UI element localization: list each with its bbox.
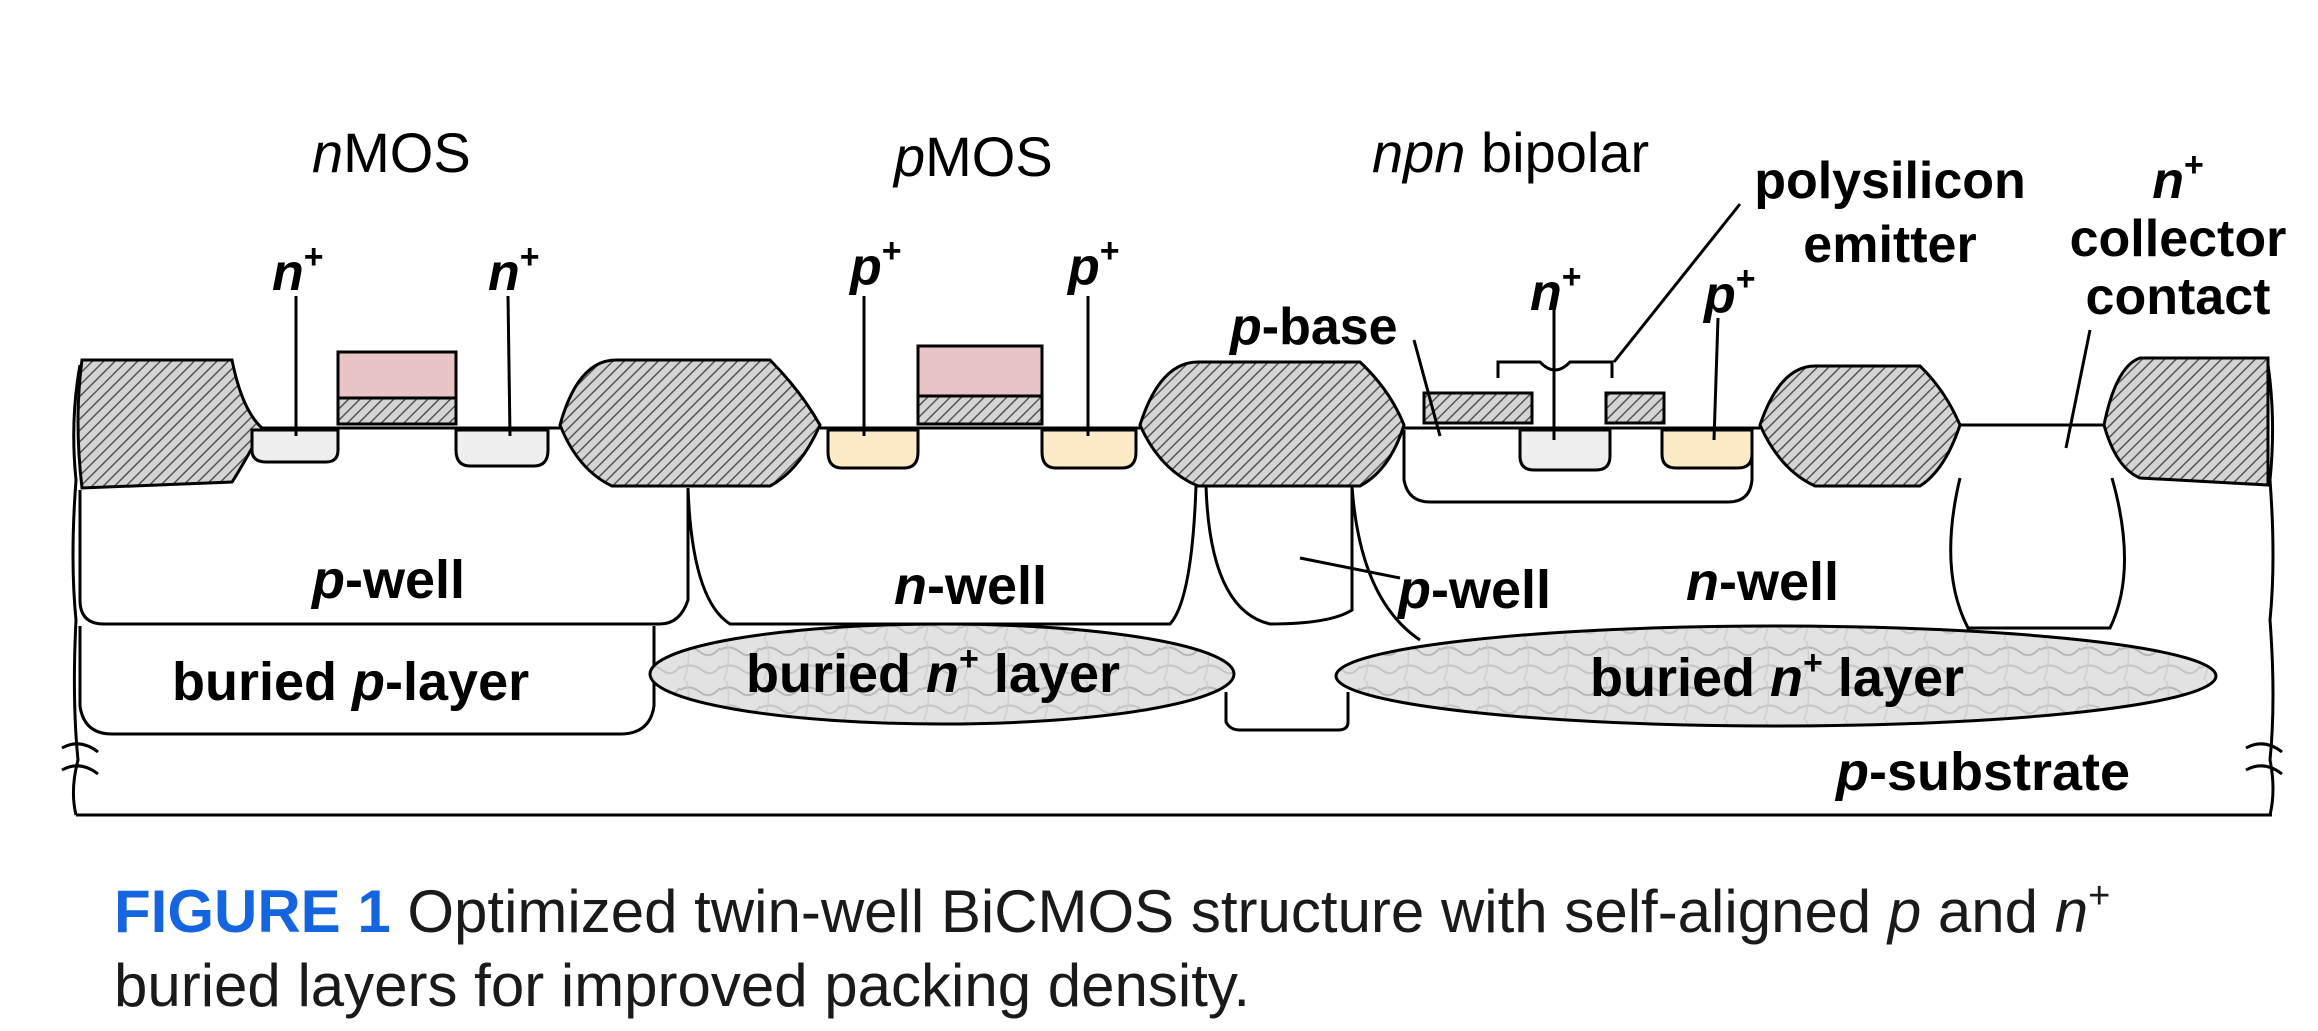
base-p-diffusion [1660,428,1754,470]
field-oxide-1 [76,358,264,490]
n-well-right [1350,485,1421,642]
npn-bipolar-label: npn bipolar [1372,121,1649,184]
p-substrate-label: p-substrate [1834,742,2130,802]
pmos-source-label: p+ [848,232,902,296]
n-well-right-label: n-well [1686,552,1839,612]
emitter-poly [1604,391,1666,425]
leader-lines [294,203,2092,580]
buried-n-layer-left-label: buried n+ layer [746,640,1120,704]
field-oxide-3 [1138,360,1406,488]
nmos-n-diffusion-left [250,428,340,464]
buried-p-layer-label: buried p-layer [172,652,529,712]
buried-n-layer-left [648,622,1236,726]
buried-n-layer-right-label: buried n+ layer [1590,644,1964,708]
p-base-region [1402,430,1754,504]
buried-n-layer-right [1334,624,2218,728]
field-oxide-5 [2102,356,2270,487]
p-well-middle-label: p-well [1396,560,1551,620]
wells [78,477,2126,642]
nmos-label: nMOS [312,121,471,184]
base-poly-contact [1422,391,1534,425]
pmos-p-diffusion-left [826,428,920,470]
buried-p-layer-shape [78,626,656,736]
p-well-left [78,488,690,626]
substrate-gap [1224,692,1350,732]
nmos-n-diffusion-right [454,428,550,468]
p-well-middle [1204,485,1354,626]
polysilicon-label: polysilicon [1754,152,2026,210]
n-well-left-label: n-well [894,556,1047,616]
pmos-label: pMOS [892,125,1053,188]
diffusions [250,428,1138,470]
emitter-n-diffusion [1518,428,1612,472]
collector-region [1949,477,2126,630]
p-base-label: p-base [1228,298,1398,356]
npn-structure [1402,360,1754,504]
pmos-p-diffusion-right [1040,428,1138,470]
figure-caption-line-1: FIGURE 1 Optimized twin-well BiCMOS stru… [114,875,2110,945]
contact-label: contact [2086,268,2271,326]
collector-label: collector [2070,210,2287,268]
nmos-source-label: n+ [272,238,324,302]
base-pplus-label: p+ [1702,260,1756,324]
field-oxides [76,356,2270,490]
field-oxide-2 [558,358,822,488]
collector-nplus-label: n+ [2152,146,2204,210]
substrate-outline [61,364,2283,817]
pmos-drain-label: p+ [1066,232,1120,296]
emitter-label: emitter [1803,216,1976,274]
nmos-drain-label: n+ [488,238,540,302]
pmos-gate-oxide [916,394,1044,426]
emitter-nplus-label: n+ [1530,258,1582,322]
figure-label: FIGURE 1 [114,878,391,945]
field-oxide-4 [1758,364,1962,488]
buried-layers [78,622,2218,736]
p-well-left-label: p-well [310,550,465,610]
figure-caption-line-2: buried layers for improved packing densi… [114,952,1250,1019]
pmos-gate-poly [916,344,1044,398]
nmos-gate [336,350,458,426]
nmos-gate-oxide [336,396,458,426]
nmos-gate-poly [336,350,458,400]
pmos-gate [916,344,1044,426]
